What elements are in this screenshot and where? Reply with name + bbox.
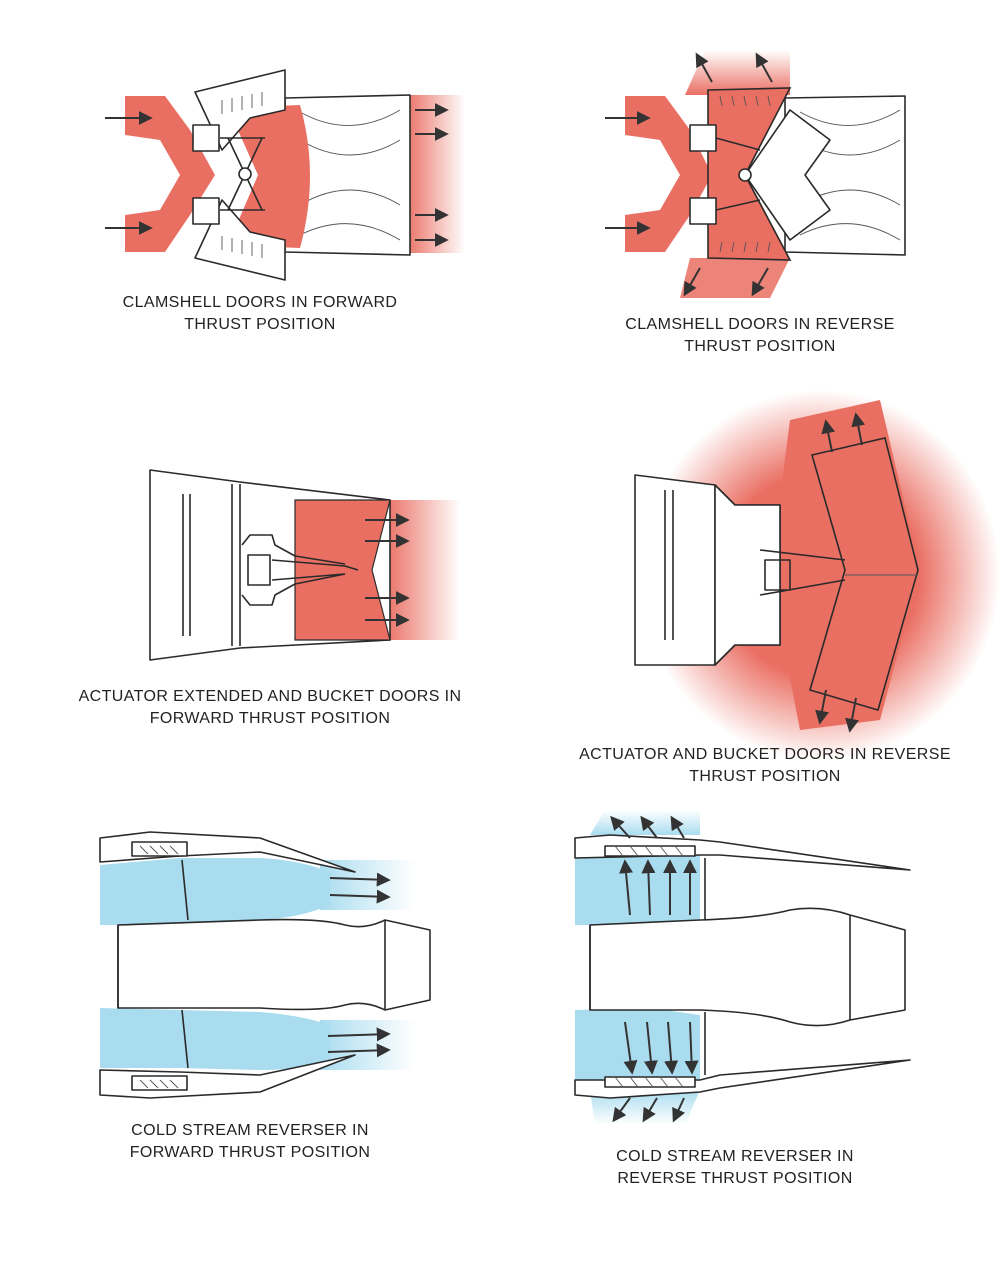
lower-bypass-duct <box>100 1008 330 1070</box>
caption-line: COLD STREAM REVERSER IN <box>131 1122 369 1139</box>
clamshell-doors-closed <box>707 87 792 261</box>
caption-bucket-reverse: ACTUATOR AND BUCKET DOORS IN REVERSE THR… <box>540 744 990 788</box>
caption-line: FORWARD THRUST POSITION <box>149 710 391 727</box>
bucket-doors-deployed <box>809 437 919 711</box>
clamshell-reverse-illustration <box>605 50 906 298</box>
engine-nacelle <box>634 474 716 666</box>
coldstream-reverse-illustration <box>574 810 911 1125</box>
lower-actuator <box>192 197 220 225</box>
coldstream-forward-illustration <box>99 831 431 1099</box>
caption-line: ACTUATOR EXTENDED AND BUCKET DOORS IN <box>78 688 462 705</box>
caption-clamshell-reverse: CLAMSHELL DOORS IN REVERSE THRUST POSITI… <box>590 314 930 358</box>
bucket-forward-illustration <box>149 469 460 661</box>
core-engine <box>117 918 431 1011</box>
caption-clamshell-forward: CLAMSHELL DOORS IN FORWARD THRUST POSITI… <box>90 292 430 336</box>
caption-coldstream-forward: COLD STREAM REVERSER IN FORWARD THRUST P… <box>100 1120 400 1164</box>
bucket-reverse-illustration <box>634 390 1000 760</box>
caption-line: CLAMSHELL DOORS IN REVERSE <box>625 316 895 333</box>
upper-bypass-duct <box>575 848 700 925</box>
caption-line: THRUST POSITION <box>689 768 841 785</box>
core-engine <box>589 907 906 1027</box>
caption-coldstream-reverse: COLD STREAM REVERSER IN REVERSE THRUST P… <box>590 1146 880 1190</box>
caption-line: FORWARD THRUST POSITION <box>129 1144 371 1161</box>
caption-line: ACTUATOR AND BUCKET DOORS IN REVERSE <box>579 746 951 763</box>
caption-line: REVERSE THRUST POSITION <box>617 1170 853 1187</box>
clamshell-forward-illustration <box>105 69 465 281</box>
caption-line: CLAMSHELL DOORS IN FORWARD <box>122 294 398 311</box>
caption-line: THRUST POSITION <box>684 338 836 355</box>
upper-bypass-duct <box>100 858 330 925</box>
caption-line: COLD STREAM REVERSER IN <box>616 1148 854 1165</box>
caption-bucket-forward: ACTUATOR EXTENDED AND BUCKET DOORS IN FO… <box>40 686 500 730</box>
upper-actuator <box>192 124 220 152</box>
exhaust-plume <box>405 95 465 253</box>
bucket-doors <box>294 499 391 641</box>
caption-line: THRUST POSITION <box>184 316 336 333</box>
lower-bypass-duct <box>575 1008 700 1088</box>
